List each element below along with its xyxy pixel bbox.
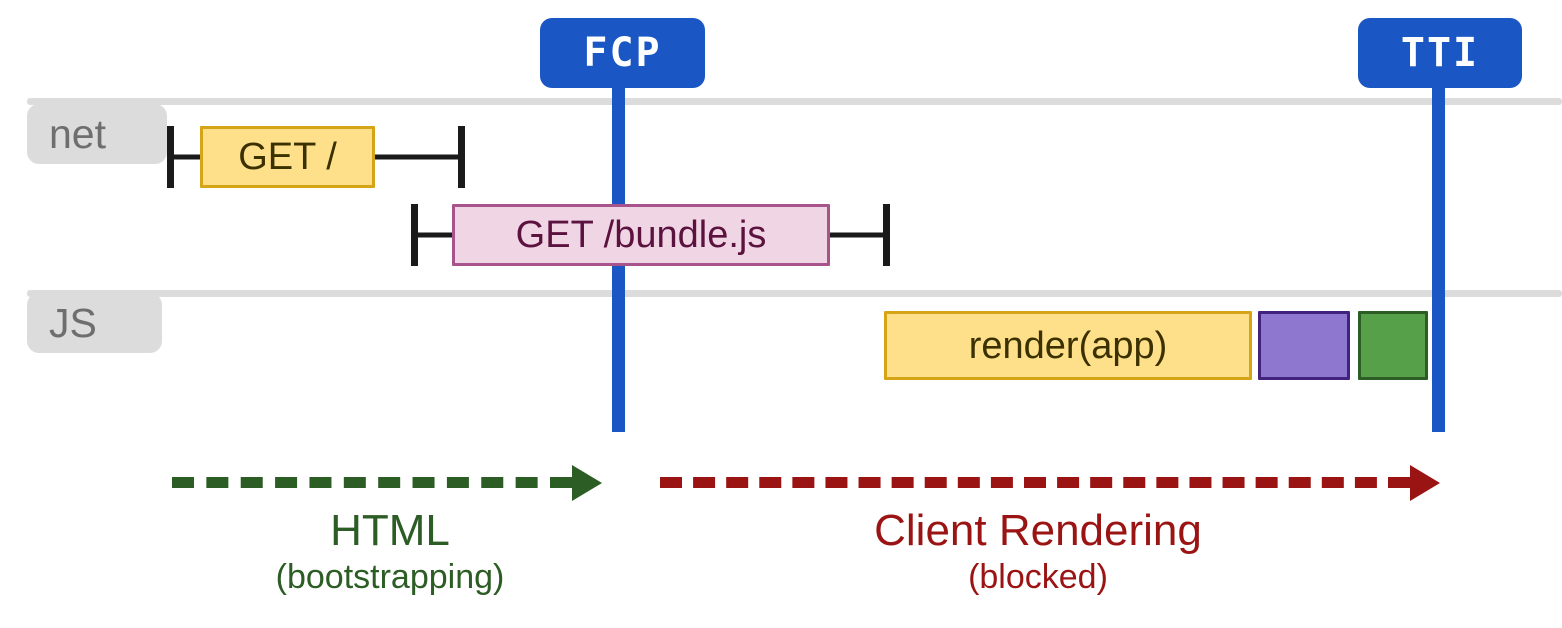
fcp-badge[interactable]: FCP	[540, 18, 705, 88]
arrow-shaft	[660, 477, 1410, 488]
arrow-head	[1410, 465, 1440, 501]
tti-timeline-marker	[1432, 80, 1445, 432]
phase-arrow-html	[172, 465, 602, 501]
task-bar-purple[interactable]	[1258, 311, 1350, 380]
phase-title: Client Rendering	[874, 506, 1202, 555]
arrow-shaft	[172, 477, 572, 488]
phase-arrow-client-rendering	[660, 465, 1440, 501]
task-bar-render-app[interactable]: render(app)	[884, 311, 1252, 380]
phase-title: HTML	[330, 506, 450, 555]
lane-label-js: JS	[27, 293, 162, 353]
whisker-cap-right	[883, 204, 890, 266]
phase-subtitle: (bootstrapping)	[275, 558, 505, 597]
phase-caption-html: HTML (bootstrapping)	[190, 506, 590, 597]
whisker-cap-right	[458, 126, 465, 188]
lane-separator-js	[27, 290, 1562, 297]
task-bar-get-bundle[interactable]: GET /bundle.js	[452, 204, 830, 266]
milestone-tti: TTI	[1358, 18, 1522, 432]
milestone-fcp: FCP	[540, 18, 705, 432]
phase-subtitle: (blocked)	[968, 558, 1108, 597]
lane-label-net: net	[27, 104, 167, 164]
phase-caption-client-rendering: Client Rendering (blocked)	[838, 506, 1238, 597]
task-bar-green[interactable]	[1358, 311, 1428, 380]
whisker-cap-left	[411, 204, 418, 266]
lane-separator-net	[27, 98, 1562, 105]
task-bar-get-root[interactable]: GET /	[200, 126, 375, 188]
arrow-head	[572, 465, 602, 501]
tti-badge[interactable]: TTI	[1358, 18, 1522, 88]
whisker-cap-left	[167, 126, 174, 188]
